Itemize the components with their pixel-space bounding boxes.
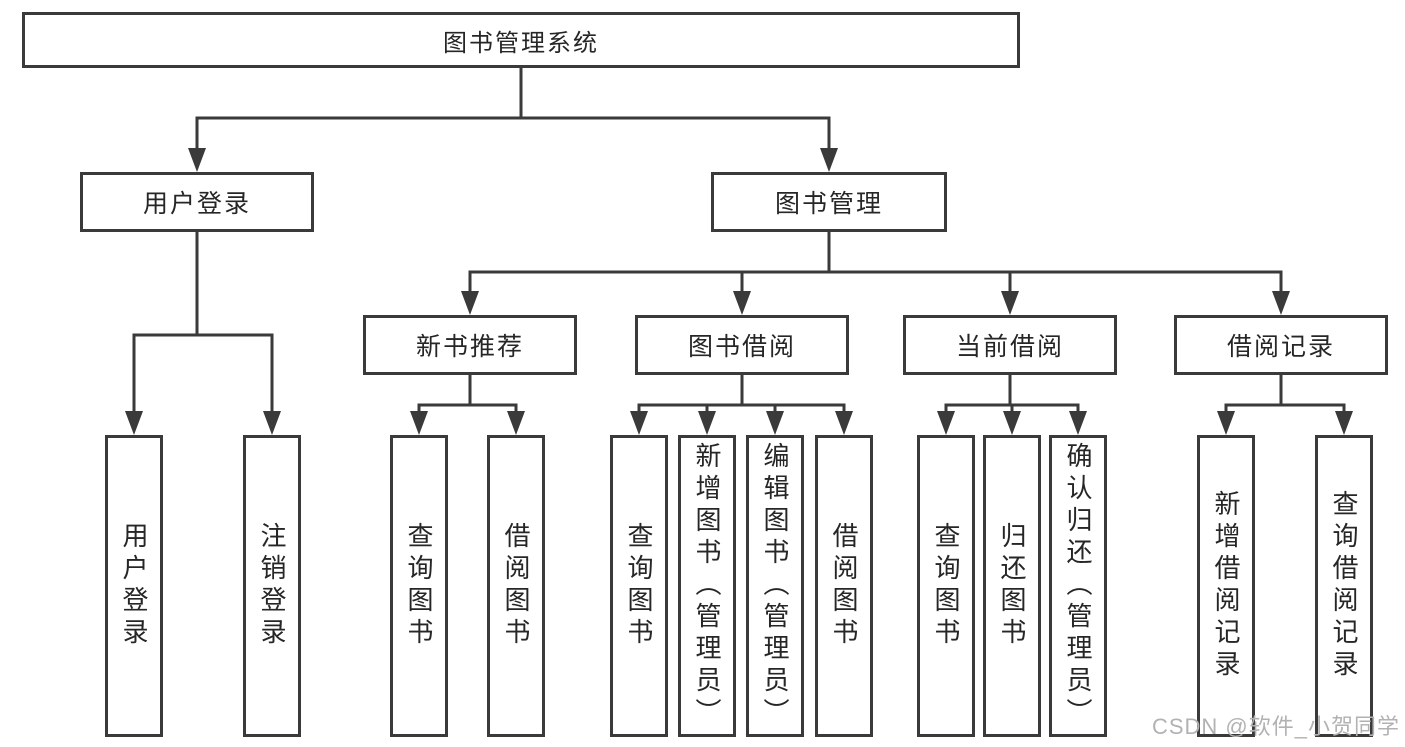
node-book-management: 图书管理 — [711, 172, 947, 232]
node-book-borrowing-label: 图书借阅 — [687, 333, 796, 361]
leaf-return-books-label: 归还图书 — [997, 522, 1027, 650]
leaf-add-borrow-record-label: 新增借阅记录 — [1211, 490, 1241, 682]
connector-book-mgmt-to-level3 — [461, 232, 1290, 315]
leaf-add-book-admin-label: 新增图书（管理员） — [692, 442, 722, 730]
node-user-login: 用户登录 — [80, 172, 314, 232]
leaf-user-login-label: 用户登录 — [119, 522, 149, 650]
leaf-borrow-books-recommend-label: 借阅图书 — [501, 522, 531, 650]
leaf-add-borrow-record: 新增借阅记录 — [1197, 435, 1255, 737]
connector-book-borrow-to-leaves — [630, 375, 853, 435]
leaf-query-books-recommend: 查询图书 — [390, 435, 448, 737]
leaf-query-books-current-label: 查询图书 — [931, 522, 961, 650]
node-current-borrowing-label: 当前借阅 — [955, 333, 1064, 361]
leaf-query-borrow-record-label: 查询借阅记录 — [1329, 490, 1359, 682]
node-borrowing-records: 借阅记录 — [1174, 315, 1388, 375]
connector-current-borrow-to-leaves — [937, 375, 1087, 435]
leaf-confirm-return-admin: 确认归还（管理员） — [1049, 435, 1107, 737]
node-new-book-recommend: 新书推荐 — [363, 315, 577, 375]
node-new-book-recommend-label: 新书推荐 — [415, 333, 524, 361]
leaf-edit-book-admin-label: 编辑图书（管理员） — [760, 442, 790, 730]
connector-root-to-level2 — [188, 68, 838, 172]
leaf-logout-label: 注销登录 — [257, 522, 287, 650]
leaf-borrow-books-recommend: 借阅图书 — [487, 435, 545, 737]
node-root: 图书管理系统 — [22, 12, 1020, 68]
leaf-query-books-current: 查询图书 — [917, 435, 975, 737]
leaf-query-books-borrowing-label: 查询图书 — [624, 522, 654, 650]
leaf-return-books: 归还图书 — [983, 435, 1041, 737]
connector-new-book-to-leaves — [410, 375, 525, 435]
leaf-borrow-books-borrowing: 借阅图书 — [815, 435, 873, 737]
leaf-query-books-borrowing: 查询图书 — [610, 435, 668, 737]
node-book-borrowing: 图书借阅 — [635, 315, 849, 375]
node-current-borrowing: 当前借阅 — [903, 315, 1117, 375]
leaf-add-book-admin: 新增图书（管理员） — [678, 435, 736, 737]
leaf-confirm-return-admin-label: 确认归还（管理员） — [1063, 442, 1093, 730]
leaf-logout: 注销登录 — [243, 435, 301, 737]
leaf-edit-book-admin: 编辑图书（管理员） — [746, 435, 804, 737]
node-root-label: 图书管理系统 — [443, 29, 599, 57]
leaf-borrow-books-borrowing-label: 借阅图书 — [829, 522, 859, 650]
node-borrowing-records-label: 借阅记录 — [1226, 333, 1335, 361]
leaf-user-login: 用户登录 — [105, 435, 163, 737]
connector-user-login-to-leaves — [125, 232, 281, 435]
leaf-query-borrow-record: 查询借阅记录 — [1315, 435, 1373, 737]
watermark: CSDN @软件_小贺同学 — [1151, 714, 1400, 739]
node-book-management-label: 图书管理 — [774, 190, 883, 218]
node-user-login-label: 用户登录 — [142, 190, 251, 218]
connector-borrow-records-to-leaves — [1217, 375, 1353, 435]
leaf-query-books-recommend-label: 查询图书 — [404, 522, 434, 650]
